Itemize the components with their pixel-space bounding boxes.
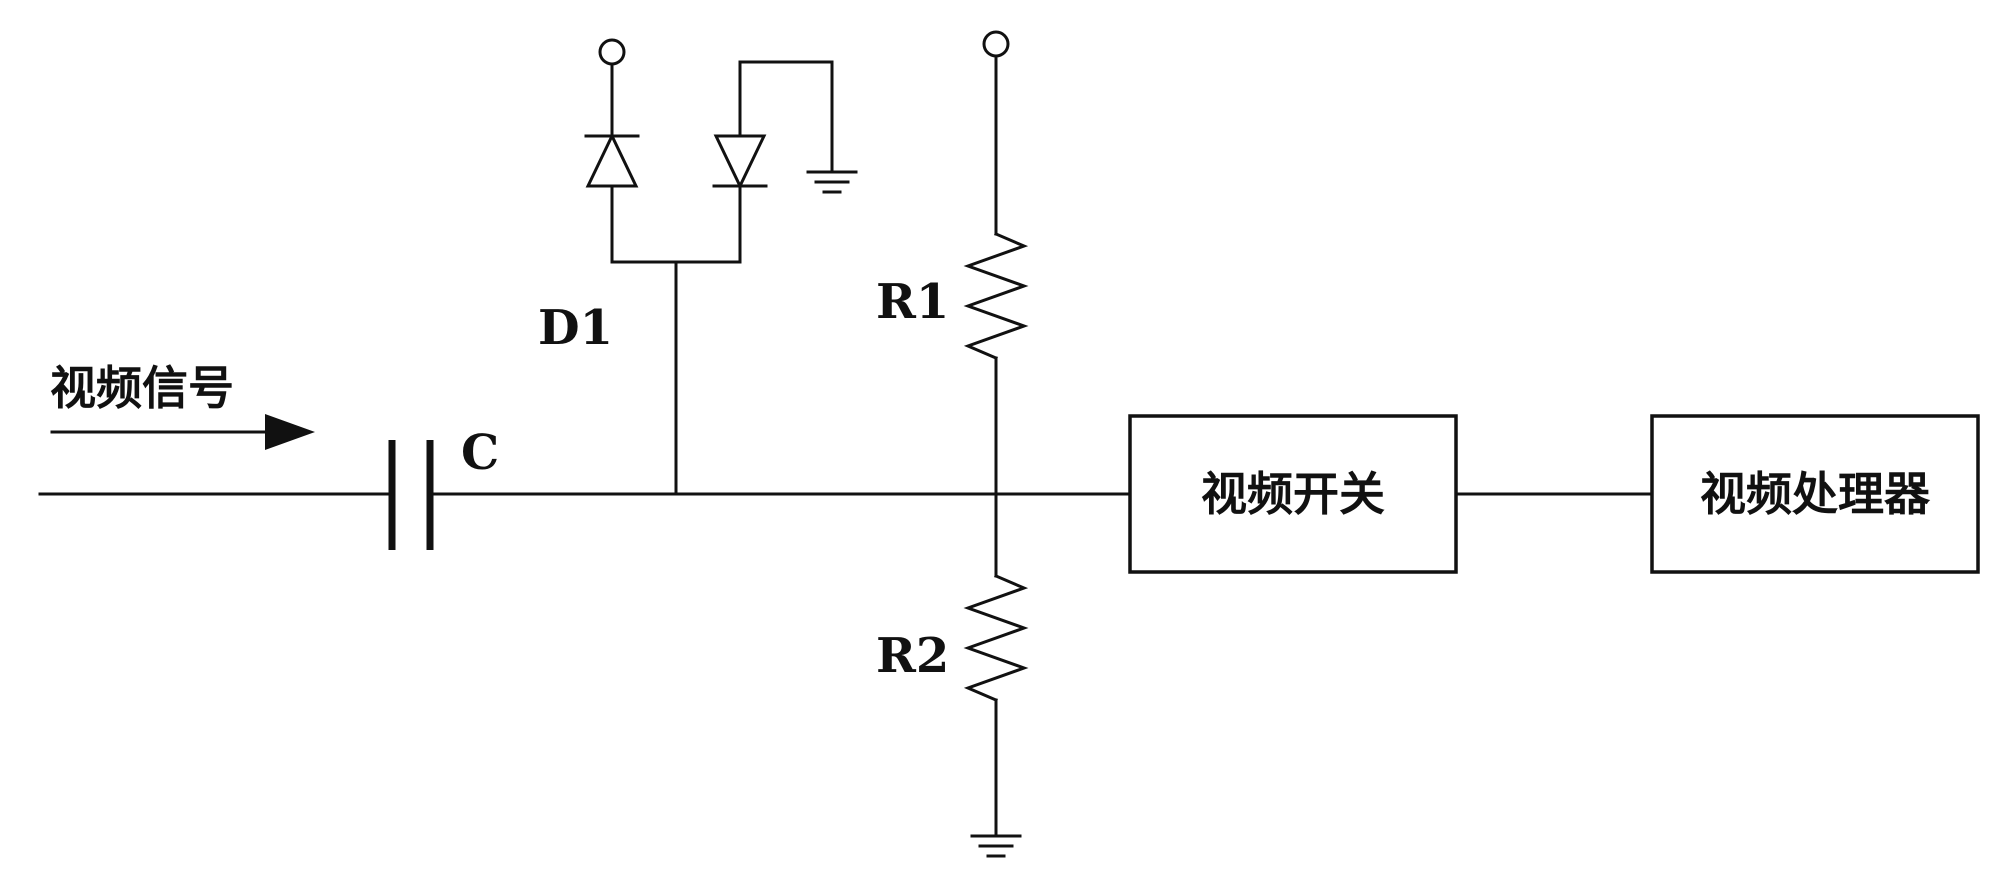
supply-terminal-diode xyxy=(600,40,624,64)
capacitor-c-symbol xyxy=(392,440,430,550)
diode-label: D1 xyxy=(538,300,613,356)
resistor-r2-symbol xyxy=(968,494,1024,834)
video-switch-label: 视频开关 xyxy=(1201,467,1385,521)
signal-arrow-icon xyxy=(52,414,315,450)
resistor-r1-label: R1 xyxy=(876,274,949,330)
ground-icon-diode xyxy=(808,172,856,192)
video-processor-label: 视频处理器 xyxy=(1700,467,1931,521)
resistor-r2-label: R2 xyxy=(876,628,949,684)
diode-d1-symbol xyxy=(586,40,832,494)
resistor-r1-symbol xyxy=(968,32,1024,494)
input-signal-label: 视频信号 xyxy=(50,361,234,415)
supply-terminal-r1 xyxy=(984,32,1008,56)
capacitor-label: C xyxy=(461,425,499,481)
ground-icon-r2 xyxy=(972,836,1020,856)
